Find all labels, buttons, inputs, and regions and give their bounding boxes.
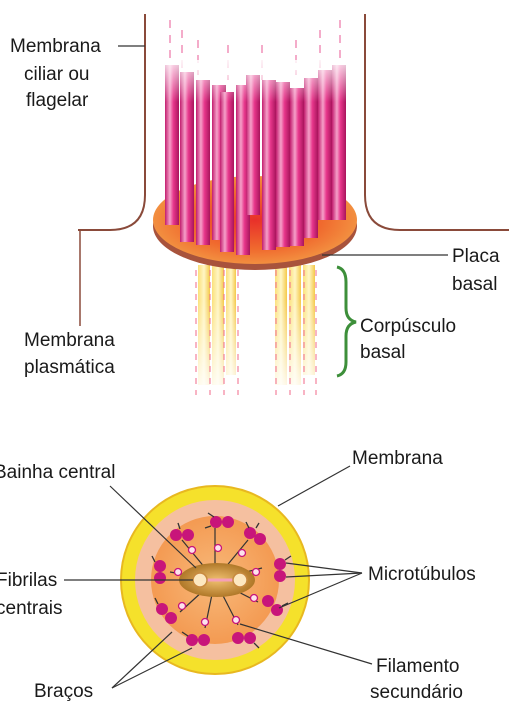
label-placa-basal: Placa basal	[452, 246, 505, 295]
central-fibril-right	[233, 573, 247, 587]
leader-membrana	[278, 466, 350, 506]
label-bainha-central: Bainha central	[0, 462, 115, 483]
corpusculo-bracket	[337, 267, 356, 376]
label-bracos: Braços	[34, 681, 93, 701]
label-membrana-ciliar: Membrana ciliar ou flagelar	[10, 36, 106, 111]
label-membrana-plasmatica: Membrana plasmática	[24, 330, 120, 378]
label-corpusculo-basal: Corpúsculo basal	[360, 316, 461, 363]
basal-body	[190, 265, 325, 400]
label-microtubulos: Microtúbulos	[368, 564, 476, 585]
central-fibril-left	[193, 573, 207, 587]
label-fibrilas-centrais: Fibrilas centrais	[0, 570, 63, 619]
label-filamento-secundario: Filamento secundário	[370, 656, 465, 701]
label-membrana: Membrana	[352, 448, 443, 469]
ciliary-membrane-right	[365, 14, 509, 230]
